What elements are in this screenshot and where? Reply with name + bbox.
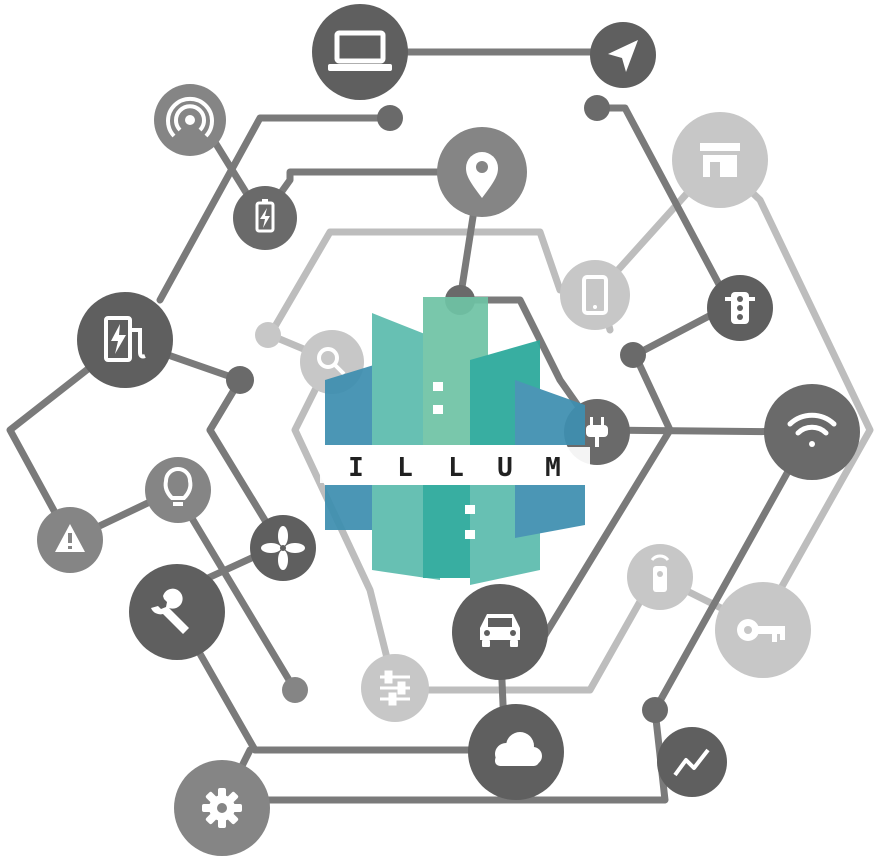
- illum-logo: I L L U M: [320, 297, 590, 585]
- wifi-node: [764, 384, 860, 480]
- trend-node: [657, 727, 727, 797]
- wrench-node: [129, 564, 225, 660]
- fan-node: [250, 515, 316, 581]
- store-icon: [700, 143, 740, 177]
- junction-dot: [226, 366, 254, 394]
- junction-dot: [282, 677, 308, 703]
- navigation-node: [590, 22, 656, 88]
- logo-upper-buildings: [325, 297, 585, 445]
- laptop-node: [312, 4, 408, 100]
- sliders-node: [361, 654, 429, 722]
- remote-control-icon: [650, 554, 670, 592]
- logo-letter: L: [448, 453, 464, 483]
- store-node: [672, 112, 768, 208]
- location-node: [437, 127, 527, 217]
- ev-charging-node: [77, 292, 173, 388]
- smartphone-node: [560, 260, 630, 330]
- key-icon: [737, 619, 785, 642]
- lightbulb-icon: [163, 467, 193, 506]
- warning-icon: [55, 524, 85, 552]
- junction-dot: [642, 697, 668, 723]
- laptop-icon: [328, 30, 392, 71]
- junction-dot: [255, 322, 281, 348]
- sliders-icon: [380, 670, 410, 706]
- broadcast-node: [154, 84, 226, 156]
- battery-node: [233, 186, 297, 250]
- gear-icon: [202, 788, 242, 828]
- lightbulb-node: [145, 457, 211, 523]
- ev-charging-station-icon: [104, 316, 146, 362]
- junction-dot: [584, 95, 610, 121]
- logo-wordmark: I L L U M: [348, 453, 561, 483]
- car-node: [452, 584, 548, 680]
- wrench-icon: [151, 588, 189, 634]
- logo-letter: I: [348, 453, 364, 483]
- wireless-broadcast-icon: [166, 96, 214, 138]
- logo-letter: M: [545, 453, 561, 483]
- gear-node: [174, 760, 270, 856]
- remote-node: [627, 544, 693, 610]
- trend-line-icon: [673, 748, 710, 777]
- location-pin-icon: [466, 152, 498, 198]
- warning-node: [37, 507, 103, 573]
- battery-icon: [255, 199, 275, 233]
- wifi-icon: [787, 412, 837, 447]
- search-icon: [317, 347, 346, 376]
- smartphone-icon: [582, 275, 608, 315]
- cloud-node: [468, 704, 564, 800]
- car-icon: [480, 614, 520, 647]
- traffic-light-icon: [725, 292, 755, 324]
- junction-dot: [620, 342, 646, 368]
- logo-band: [320, 447, 590, 483]
- junction-dot: [377, 105, 403, 131]
- fan-icon: [261, 526, 305, 570]
- key-node: [715, 582, 811, 678]
- logo-lower-buildings: [325, 485, 585, 585]
- logo-letter: L: [397, 453, 413, 483]
- navigation-arrow-icon: [608, 40, 638, 72]
- cloud-icon: [495, 732, 542, 766]
- power-plug-icon: [586, 417, 608, 447]
- logo-letter: U: [497, 453, 513, 483]
- traffic-light-node: [707, 275, 773, 341]
